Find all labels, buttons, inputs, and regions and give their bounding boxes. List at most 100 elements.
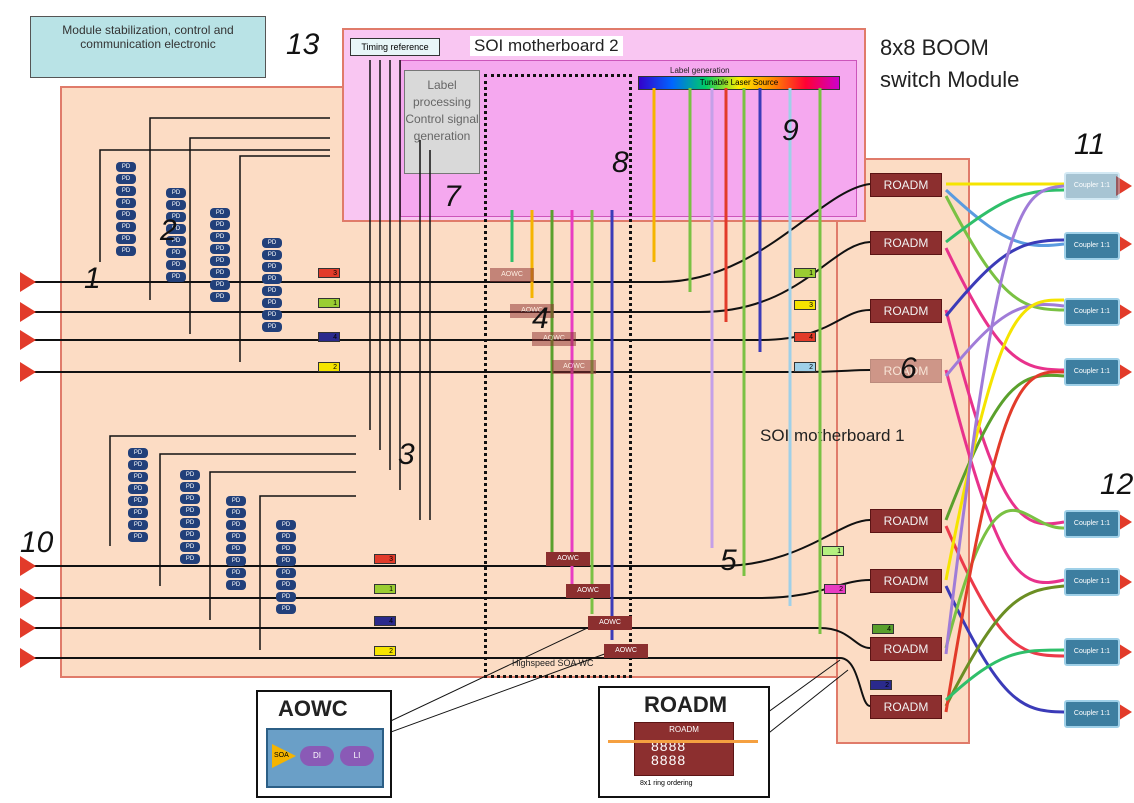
- coupler-3: Coupler 1:1: [1064, 298, 1120, 326]
- label-num-1: 1: [84, 262, 101, 296]
- aowc-6: AOWC: [566, 584, 610, 598]
- pd: PD: [262, 286, 282, 296]
- roadm-inset-inner: ROADM: [635, 725, 733, 734]
- roadm-5: ROADM: [870, 509, 942, 533]
- roadm-7: ROADM: [870, 637, 942, 661]
- label-num-13: 13: [286, 28, 319, 62]
- aowc-7: AOWC: [588, 616, 632, 630]
- pd: PD: [128, 496, 148, 506]
- pd: PD: [276, 532, 296, 542]
- label-num-5: 5: [720, 544, 737, 578]
- label-num-10: 10: [20, 526, 53, 560]
- tag: 2: [870, 680, 892, 690]
- pd: PD: [276, 580, 296, 590]
- di-label: DI: [313, 751, 321, 760]
- fanout: [946, 184, 1064, 712]
- coupler-7: Coupler 1:1: [1064, 638, 1120, 666]
- pd: PD: [210, 232, 230, 242]
- coupler-4: Coupler 1:1: [1064, 358, 1120, 386]
- aowc-inset-title: AOWC: [278, 696, 348, 722]
- tag: 3: [374, 554, 396, 564]
- label-num-3: 3: [398, 438, 415, 472]
- roadm-2: ROADM: [870, 231, 942, 255]
- pd: PD: [262, 250, 282, 260]
- input-arrow-3: [20, 330, 36, 350]
- tag: 4: [794, 332, 816, 342]
- pd: PD: [166, 272, 186, 282]
- pd: PD: [116, 198, 136, 208]
- pd: PD: [128, 532, 148, 542]
- pd: PD: [226, 556, 246, 566]
- pd: PD: [166, 200, 186, 210]
- roadm-8: ROADM: [870, 695, 942, 719]
- label-num-12: 12: [1100, 468, 1133, 502]
- tag: 4: [872, 624, 894, 634]
- coupler-6: Coupler 1:1: [1064, 568, 1120, 596]
- label-num-9: 9: [782, 114, 799, 148]
- pd: PD: [262, 262, 282, 272]
- label-num-2: 2: [160, 214, 177, 248]
- roadm-6: ROADM: [870, 569, 942, 593]
- input-arrow-8: [20, 648, 36, 668]
- input-arrow-7: [20, 618, 36, 638]
- label-num-8: 8: [612, 146, 629, 180]
- pd: PD: [210, 208, 230, 218]
- pd: PD: [128, 460, 148, 470]
- pd: PD: [276, 520, 296, 530]
- pd: PD: [116, 162, 136, 172]
- tag: 4: [374, 616, 396, 626]
- tag: 2: [318, 362, 340, 372]
- pd: PD: [226, 520, 246, 530]
- label-num-4: 4: [532, 302, 549, 336]
- pd: PD: [128, 484, 148, 494]
- pd: PD: [262, 274, 282, 284]
- soa-label: SOA: [274, 752, 289, 759]
- tag: 3: [794, 300, 816, 310]
- pd: PD: [226, 544, 246, 554]
- pd: PD: [262, 238, 282, 248]
- input-arrow-1: [20, 272, 36, 292]
- pd: PD: [276, 604, 296, 614]
- tag: 1: [374, 584, 396, 594]
- coupler-1: Coupler 1:1: [1064, 172, 1120, 200]
- pd: PD: [180, 470, 200, 480]
- pd: PD: [180, 554, 200, 564]
- pd: PD: [128, 448, 148, 458]
- aowc-4: AOWC: [552, 360, 596, 374]
- tag: 2: [374, 646, 396, 656]
- pd: PD: [262, 310, 282, 320]
- pd: PD: [116, 234, 136, 244]
- pd: PD: [226, 496, 246, 506]
- pd: PD: [210, 268, 230, 278]
- tag: 4: [318, 332, 340, 342]
- di-block: DI: [300, 746, 334, 766]
- pd: PD: [276, 568, 296, 578]
- roadm-inset-title: ROADM: [644, 692, 727, 718]
- pd: PD: [166, 260, 186, 270]
- input-arrow-6: [20, 588, 36, 608]
- label-num-7: 7: [444, 180, 461, 214]
- coupler-8: Coupler 1:1: [1064, 700, 1120, 728]
- pd: PD: [210, 244, 230, 254]
- ring-label: 8x1 ring ordering: [640, 780, 693, 787]
- pd: PD: [128, 520, 148, 530]
- pd: PD: [128, 472, 148, 482]
- pd: PD: [262, 298, 282, 308]
- tag: 2: [824, 584, 846, 594]
- input-arrow-4: [20, 362, 36, 382]
- pd: PD: [210, 256, 230, 266]
- roadm-inset-waveguide: [608, 740, 758, 743]
- pd: PD: [210, 280, 230, 290]
- roadm-1: ROADM: [870, 173, 942, 197]
- pd: PD: [166, 248, 186, 258]
- aowc-5: AOWC: [546, 552, 590, 566]
- tag: 2: [794, 362, 816, 372]
- input-lines: [22, 282, 840, 658]
- aowc-1: AOWC: [490, 268, 534, 282]
- pd: PD: [226, 580, 246, 590]
- pd: PD: [180, 494, 200, 504]
- aowc-8: AOWC: [604, 644, 648, 658]
